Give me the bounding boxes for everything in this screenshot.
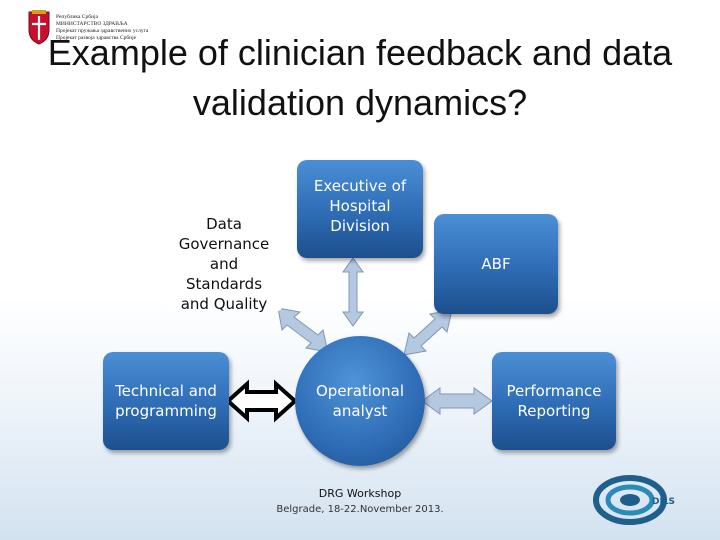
arrow-operational-executive: [342, 257, 364, 327]
node-executive-line-1: Executive of: [313, 177, 407, 195]
node-executive-line-3: Division: [330, 217, 390, 235]
node-performance-line-2: Reporting: [517, 402, 591, 420]
node-performance: Performance Reporting: [492, 352, 616, 450]
arrow-technical-operational: [225, 379, 298, 423]
node-technical-line-1: Technical and: [115, 382, 217, 400]
node-executive: Executive of Hospital Division: [297, 160, 423, 258]
serbian-crest-icon: [28, 10, 50, 45]
node-operational: Operational analyst: [295, 336, 425, 466]
arrow-operational-performance: [421, 387, 493, 415]
ministry-line-4: Пројекат развоја здравства Србије: [56, 35, 137, 41]
footer-line-2: Belgrade, 18-22.November 2013.: [276, 504, 444, 515]
node-technical: Technical and programming: [103, 352, 229, 450]
node-data-governance-line-4: and Quality: [180, 295, 268, 313]
footer: DRG Workshop Belgrade, 18-22.November 20…: [270, 486, 450, 518]
ministry-logo: Република Србија МИНИСТАРСТВО ЗДРАВЉА Пр…: [26, 10, 196, 60]
title-line-2: validation dynamics?: [192, 82, 528, 123]
node-executive-line-2: Hospital: [329, 197, 391, 215]
ministry-line-3: Пројекат пружања здравствених услуга: [56, 28, 149, 34]
footer-line-1: DRG Workshop: [318, 487, 402, 500]
node-data-governance-line-1: Data: [206, 215, 242, 233]
node-data-governance-line-3: and Standards: [185, 255, 263, 293]
ministry-line-2: МИНИСТАРСТВО ЗДРАВЉА: [56, 21, 128, 27]
title-line-1: Example of clinician feedback and data: [47, 32, 673, 73]
ministry-line-1: Република Србија: [56, 14, 98, 20]
arrow-abf-operational: [403, 309, 453, 356]
node-technical-line-2: programming: [115, 402, 217, 420]
node-abf: ABF: [434, 214, 558, 314]
node-data-governance-line-2: Governance: [178, 235, 270, 253]
node-abf-label: ABF: [481, 255, 511, 273]
dils-logo-text: DILS: [652, 497, 675, 507]
node-performance-line-1: Performance: [506, 382, 602, 400]
dils-logo-icon: DILS: [593, 475, 675, 525]
node-operational-line-1: Operational: [315, 382, 404, 400]
node-data-governance: Data Governance and Standards and Qualit…: [164, 215, 284, 313]
arrow-dgs-operational: [277, 307, 329, 353]
node-operational-line-2: analyst: [332, 402, 388, 420]
slide-title: Example of clinician feedback and data v…: [0, 28, 720, 128]
